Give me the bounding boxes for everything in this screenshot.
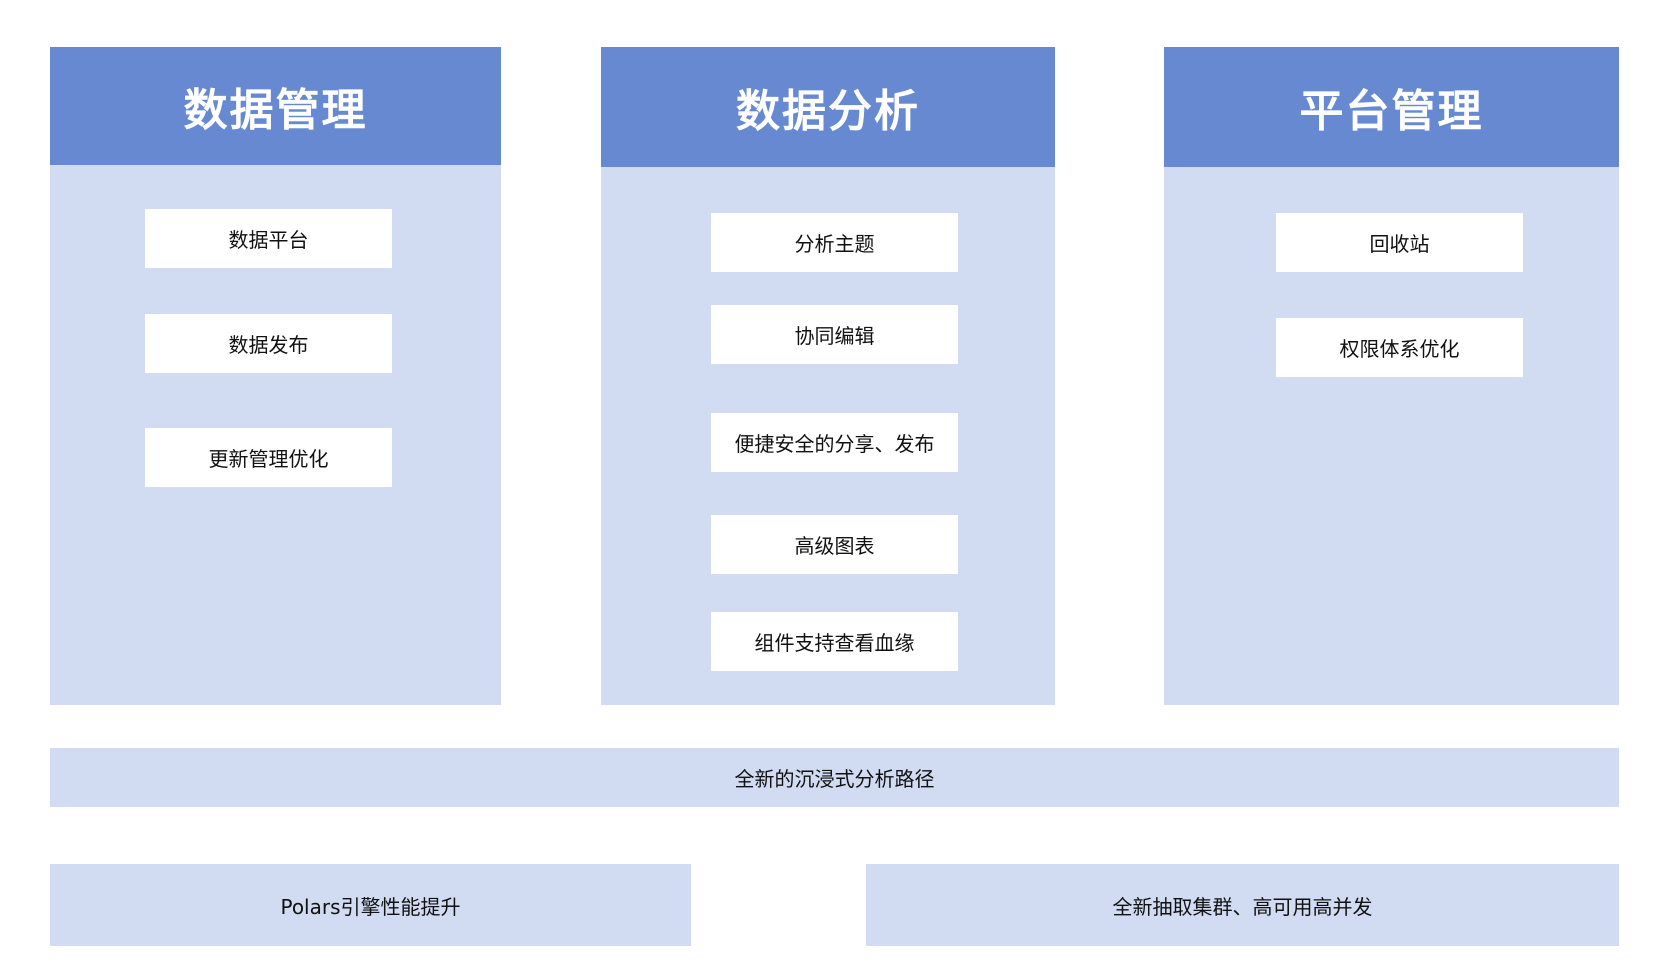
feature-box: 协同编辑 bbox=[711, 305, 958, 364]
polars-engine-band: Polars引擎性能提升 bbox=[50, 864, 691, 946]
column-title: 数据管理 bbox=[50, 47, 501, 165]
analysis-path-band: 全新的沉浸式分析路径 bbox=[50, 748, 1619, 807]
extraction-cluster-band: 全新抽取集群、高可用高并发 bbox=[866, 864, 1619, 946]
column-title: 平台管理 bbox=[1164, 47, 1619, 167]
feature-box: 便捷安全的分享、发布 bbox=[711, 413, 958, 472]
feature-box: 组件支持查看血缘 bbox=[711, 612, 958, 671]
feature-box: 回收站 bbox=[1276, 213, 1523, 272]
column-data-analysis: 数据分析 bbox=[601, 47, 1055, 705]
column-data-management: 数据管理 bbox=[50, 47, 501, 705]
feature-box: 权限体系优化 bbox=[1276, 318, 1523, 377]
feature-box: 更新管理优化 bbox=[145, 428, 392, 487]
column-platform-management: 平台管理 bbox=[1164, 47, 1619, 705]
feature-box: 数据平台 bbox=[145, 209, 392, 268]
feature-box: 分析主题 bbox=[711, 213, 958, 272]
feature-box: 高级图表 bbox=[711, 515, 958, 574]
column-title: 数据分析 bbox=[601, 47, 1055, 167]
feature-box: 数据发布 bbox=[145, 314, 392, 373]
